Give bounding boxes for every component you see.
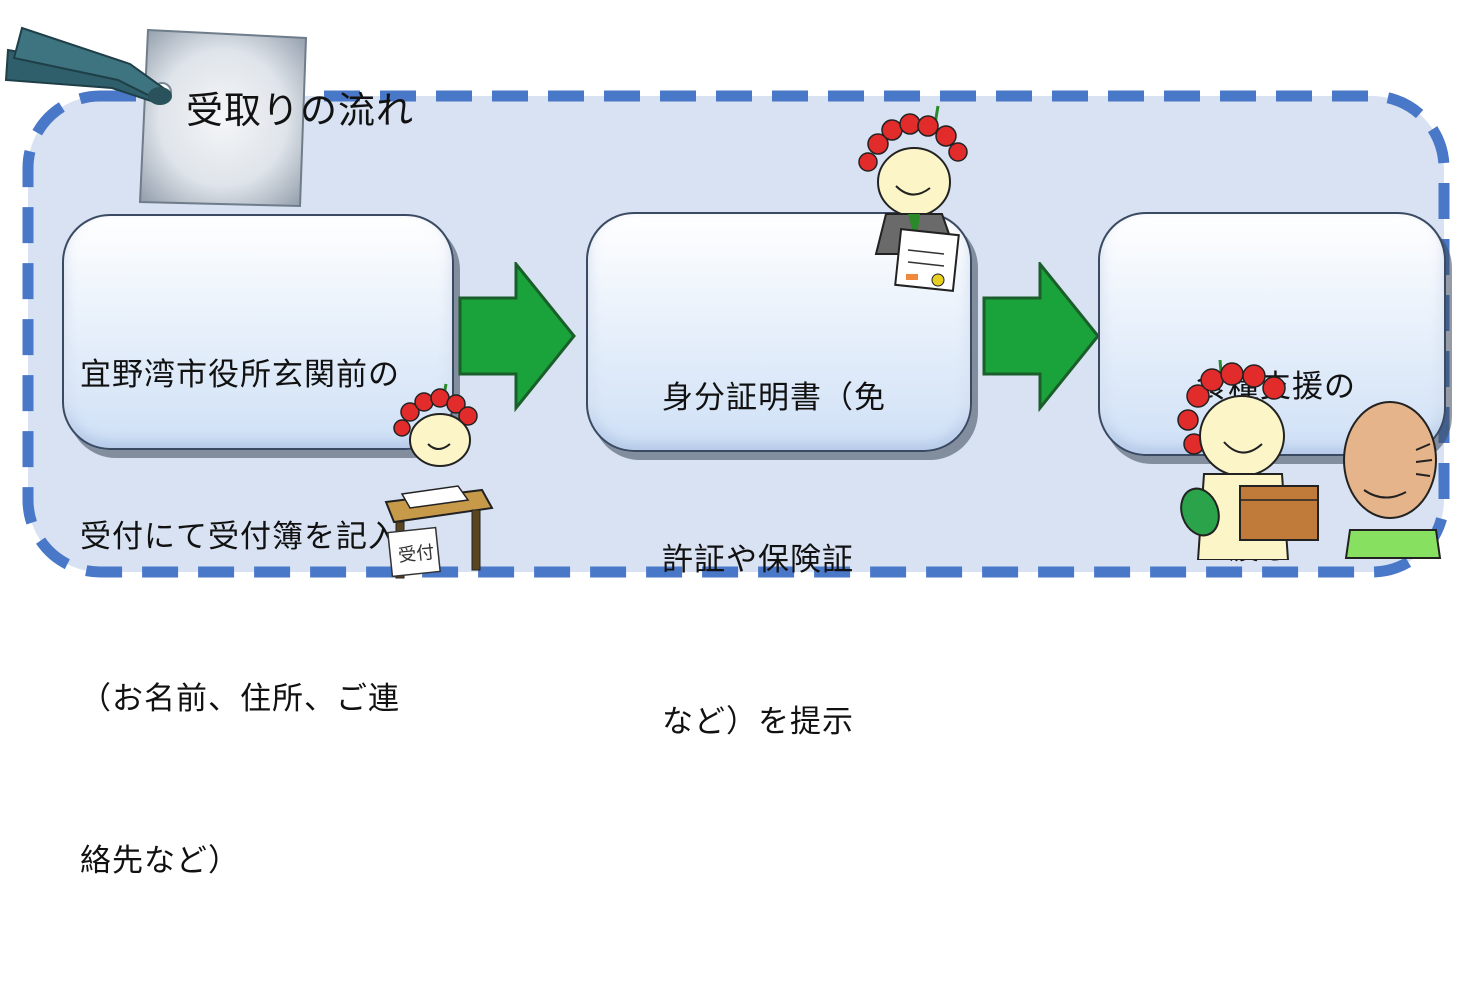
elderly-person-icon: [1343, 401, 1442, 559]
desk-sign-text: 受付: [397, 542, 435, 567]
flow-diagram: 受取りの流れ 宜野湾市役所玄関前の 受付にて受付簿を記入 （お名前、住所、ご連 …: [4, 26, 1450, 879]
ribbon-icon: [4, 26, 172, 106]
step-2-text: 身分証明書（免 許証や保険証 など）を提示: [662, 263, 886, 857]
page-title: 受取りの流れ: [186, 89, 414, 132]
step-1-line-4: 絡先など）: [80, 843, 240, 879]
step-2-line-3: など）を提示: [662, 704, 854, 740]
step-2-line-2: 許証や保険証: [662, 542, 854, 578]
arrow-right-icon: [458, 262, 576, 412]
mascot-writing-icon: 受付: [384, 383, 494, 579]
step-1-line-1: 宜野湾市役所玄関前の: [80, 357, 400, 393]
step-box-1: [62, 214, 454, 450]
step-2-line-1: 身分証明書（免: [662, 380, 886, 416]
mascot-document-icon: [858, 105, 968, 292]
step-1-line-2: 受付にて受付簿を記入: [80, 519, 400, 555]
arrow-right-icon: [982, 262, 1100, 412]
mascot-handing-box-icon: [1177, 360, 1319, 560]
step-1-text: 宜野湾市役所玄関前の 受付にて受付簿を記入 （お名前、住所、ご連 絡先など）: [80, 240, 400, 996]
step-1-line-3: （お名前、住所、ご連: [80, 681, 400, 717]
